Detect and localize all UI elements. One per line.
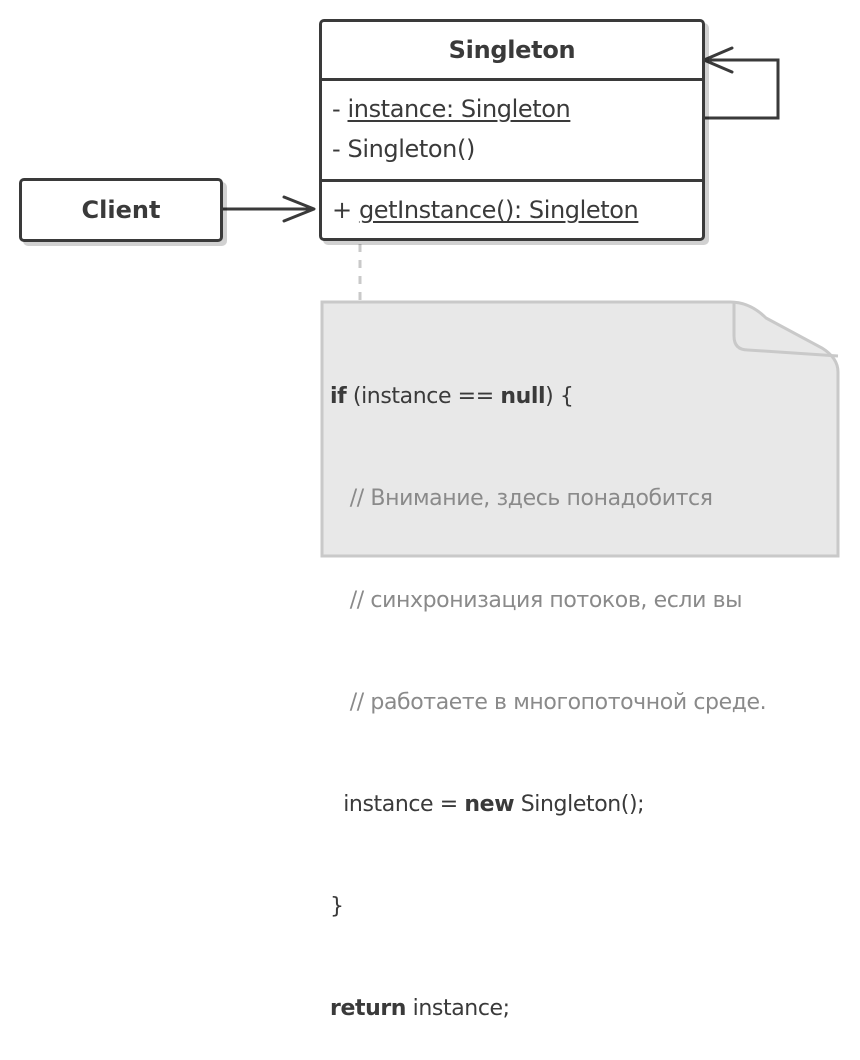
code-line-assign: instance = new Singleton();: [330, 788, 830, 822]
client-to-singleton-arrow: [220, 195, 316, 223]
comment-text: // работаете в многопоточной среде.: [349, 690, 767, 715]
code-line-close: }: [330, 890, 830, 924]
method-visibility: +: [332, 196, 359, 224]
method-get-instance-text: getInstance(): Singleton: [358, 196, 639, 224]
code-text: }: [330, 894, 344, 919]
field-visibility: -: [332, 95, 348, 123]
self-association-arrow: [702, 46, 780, 120]
code-text: ) {: [545, 384, 574, 409]
code-text: Singleton();: [514, 792, 645, 817]
keyword-null: null: [500, 384, 546, 409]
field-instance: - instance: Singleton: [332, 89, 692, 129]
field-instance-text: instance: Singleton: [347, 95, 571, 123]
diagram-connectors: [220, 46, 840, 558]
code-note: if (instance == null) { // Внимание, зде…: [330, 312, 830, 1060]
client-class-box: Client: [19, 178, 223, 242]
comment-text: // синхронизация потоков, если вы: [349, 588, 743, 613]
code-comment-1: // Внимание, здесь понадобится: [330, 482, 830, 516]
code-text: instance =: [343, 792, 465, 817]
code-line-if: if (instance == null) {: [330, 380, 830, 414]
code-comment-3: // работаете в многопоточной среде.: [330, 686, 830, 720]
singleton-methods-section: + getInstance(): Singleton: [322, 182, 702, 238]
keyword-if: if: [330, 384, 347, 409]
constructor-visibility: -: [332, 135, 348, 163]
keyword-new: new: [464, 792, 515, 817]
singleton-fields-section: - instance: Singleton - Singleton(): [322, 81, 702, 182]
comment-text: // Внимание, здесь понадобится: [349, 486, 713, 511]
note-shape: [320, 300, 840, 558]
code-line-return: return instance;: [330, 992, 830, 1026]
code-text: (instance ==: [346, 384, 501, 409]
keyword-return: return: [330, 996, 407, 1021]
method-get-instance: + getInstance(): Singleton: [332, 190, 692, 230]
constructor-text: Singleton(): [347, 135, 476, 163]
singleton-class-box: Singleton - instance: Singleton - Single…: [319, 19, 705, 241]
field-constructor: - Singleton(): [332, 129, 692, 169]
client-class-name: Client: [81, 196, 161, 224]
code-text: instance;: [406, 996, 510, 1021]
singleton-class-name: Singleton: [322, 22, 702, 81]
code-comment-2: // синхронизация потоков, если вы: [330, 584, 830, 618]
